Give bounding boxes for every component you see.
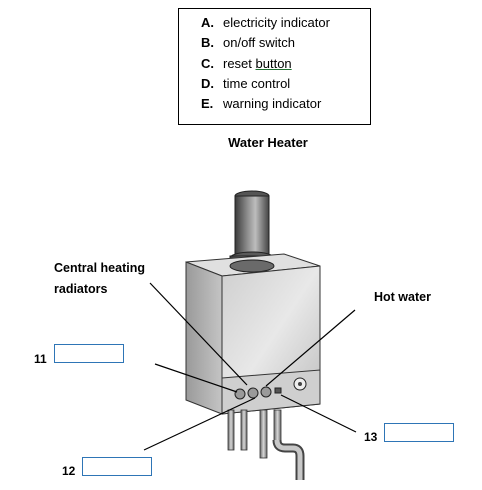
- diagram-title: Water Heater: [228, 135, 308, 150]
- leader-11: [154, 363, 238, 393]
- option-a: A. electricity indicator: [201, 15, 330, 30]
- leader-lines: [143, 282, 357, 451]
- option-d: D. time control: [201, 76, 290, 91]
- label-hot-water: Hot water: [374, 290, 431, 304]
- control-knob-2: [247, 387, 259, 399]
- answer-box-11[interactable]: [54, 344, 124, 363]
- leader-13: [280, 394, 357, 433]
- option-letter: D.: [201, 76, 214, 91]
- control-knob-3: [260, 386, 272, 398]
- heater-side: [185, 261, 223, 415]
- option-text-underlined: button: [255, 56, 292, 71]
- option-text: electricity indicator: [223, 15, 330, 30]
- answer-box-12[interactable]: [82, 457, 152, 476]
- indicator-light: [274, 387, 282, 394]
- option-text: warning indicator: [223, 96, 322, 111]
- control-panel: [221, 369, 321, 415]
- control-knob-1: [234, 388, 246, 400]
- option-letter: B.: [201, 35, 214, 50]
- options-box: A.electricity indicator B.on/off switch …: [178, 8, 371, 125]
- option-c: C. reset button: [201, 56, 292, 71]
- leader-hot-water: [265, 309, 356, 387]
- pipes: [227, 409, 305, 480]
- option-letter: C.: [201, 56, 214, 71]
- question-number-12: 12: [62, 464, 76, 478]
- option-b: B. on/off switch: [201, 35, 295, 50]
- option-letter: A.: [201, 15, 214, 30]
- option-e: E. warning indicator: [201, 96, 321, 111]
- option-text: time control: [223, 76, 291, 91]
- label-central-heating-line1: Central heating: [54, 261, 145, 275]
- option-text: on/off switch: [223, 35, 296, 50]
- leader-12: [143, 397, 256, 451]
- leader-central-heating: [149, 282, 248, 386]
- question-number-11: 11: [34, 352, 47, 366]
- option-text: reset: [223, 56, 256, 71]
- label-central-heating-line2: radiators: [54, 282, 108, 296]
- option-letter: E.: [201, 96, 214, 111]
- answer-box-13[interactable]: [384, 423, 454, 442]
- label-central-heating: Central heating radiators: [54, 258, 145, 300]
- question-number-13: 13: [364, 430, 378, 444]
